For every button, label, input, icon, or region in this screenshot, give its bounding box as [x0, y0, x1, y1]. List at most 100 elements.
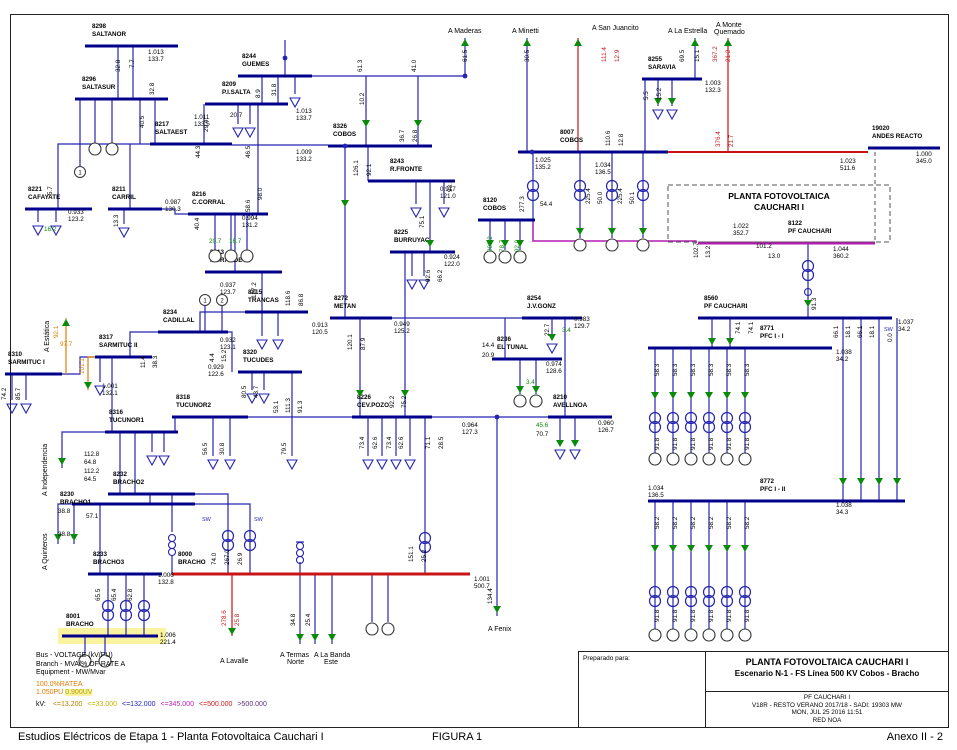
bus-name: SARAVIA: [648, 64, 676, 71]
line: [87, 356, 95, 390]
transformer-icon: [418, 531, 432, 545]
value-label: 70.7: [536, 431, 549, 438]
transformer-icon: [738, 420, 752, 434]
bus-id: 8230: [60, 491, 75, 498]
value-label: 40.4: [194, 217, 201, 230]
transformer-icon: [636, 179, 650, 193]
value-label: 92.0: [514, 239, 521, 252]
load-icon: [418, 279, 430, 291]
generator-icon: [648, 628, 662, 642]
bus-name: BRACHO1: [60, 499, 92, 506]
flow-arrow-icon: [532, 386, 540, 393]
value-label: 122.0: [444, 261, 460, 268]
generator-icon: [720, 452, 734, 466]
prepared-for-cell: Preparado para:: [579, 652, 706, 727]
value-label: 53.1: [273, 400, 280, 413]
load-icon: [376, 459, 388, 471]
tap-number: 2: [220, 298, 224, 304]
flow-arrow-icon: [875, 478, 883, 485]
value-label: 5.5: [643, 91, 650, 100]
value-label: 0.917: [440, 186, 456, 193]
bus-name: TUCUNOR2: [176, 402, 211, 409]
load-icon: [94, 385, 106, 397]
transformer-icon: [801, 268, 815, 282]
value-label: 41.0: [411, 59, 418, 72]
value-label: 102.7: [693, 242, 700, 258]
value-label: 30.8: [219, 442, 226, 455]
value-label: 25.4: [305, 613, 312, 626]
value-label: 5.7: [47, 186, 54, 195]
flow-arrow-icon: [654, 98, 662, 105]
load-icon: [289, 97, 301, 109]
transformer-icon: [605, 179, 619, 193]
value-label: 200.2: [487, 236, 494, 252]
value-label: 66.1: [857, 325, 864, 338]
value-label: A Monte: [716, 22, 742, 29]
flow-arrow-icon: [493, 606, 501, 613]
load-icon: [546, 343, 558, 355]
line: [57, 503, 75, 544]
flow-arrow-icon: [574, 39, 582, 46]
bus-id: 8216: [192, 191, 207, 198]
transformer-icon: [137, 599, 151, 613]
value-label: 1.001: [102, 383, 118, 390]
title-block-right: PLANTA FOTOVOLTAICA CAUCHARI I Escenario…: [706, 652, 948, 727]
tap-circle-icon: [216, 294, 228, 306]
value-label: 34.3: [836, 509, 849, 516]
generator-icon: [684, 452, 698, 466]
generator-icon: [720, 628, 734, 642]
value-label: 50.0: [597, 191, 604, 204]
value-label: 34.8: [290, 613, 297, 626]
bus-id: 8320: [243, 349, 258, 356]
value-label: 43.7: [253, 385, 260, 398]
value-label: 8.9: [255, 89, 262, 98]
value-label: 101.2: [756, 243, 772, 250]
bus-id: 8298: [92, 23, 107, 30]
value-label: 91.8: [690, 437, 697, 450]
value-label: 267.0: [224, 549, 231, 565]
bus-name: PF CAUCHARI: [788, 228, 832, 235]
generator-icon: [513, 250, 527, 264]
value-label: 91.8: [708, 609, 715, 622]
value-label: 57.1: [86, 513, 99, 520]
bus-name: CEV.POZO: [357, 402, 389, 409]
bus-name: GUEMES: [242, 61, 269, 68]
transformer-icon: [666, 585, 680, 599]
value-label: 58.2: [672, 516, 679, 529]
load-icon: [146, 455, 158, 467]
value-label: 1.000: [916, 151, 932, 158]
value-label: 101.1: [79, 358, 86, 374]
value-label: 79.5: [281, 442, 288, 455]
prepared-for-label: Preparado para:: [583, 655, 630, 662]
value-label: 91.3: [297, 400, 304, 413]
line: [61, 431, 105, 468]
value-label: A Independencia: [42, 444, 49, 496]
transformer-icon: [243, 529, 257, 543]
flow-arrow-icon: [687, 392, 695, 399]
junction-dot: [342, 143, 348, 149]
flow-arrow-icon: [691, 39, 699, 46]
tertiary-winding-icon: [803, 287, 813, 297]
transformer-icon: [418, 540, 432, 554]
value-label: 74.1: [735, 321, 742, 334]
flow-arrow-icon: [356, 390, 364, 397]
generator-icon: [88, 142, 102, 156]
value-label: 0.983: [574, 316, 590, 323]
flow-arrow-icon: [311, 634, 319, 641]
generator-icon: [702, 452, 716, 466]
flow-arrow-icon: [669, 392, 677, 399]
value-label: 56.5: [202, 442, 209, 455]
value-label: 91.8: [690, 609, 697, 622]
value-label: Este: [324, 659, 338, 666]
value-label: 71.1: [425, 436, 432, 449]
flow-arrow-icon: [58, 458, 66, 465]
bus-name: COBOS: [483, 205, 506, 212]
load-icon: [6, 403, 18, 415]
value-label: 1.006: [160, 632, 176, 639]
flow-arrow-icon: [516, 386, 524, 393]
value-label: 34.2: [898, 326, 911, 333]
value-label: 25.8: [234, 613, 241, 626]
bus-id: 8217: [155, 121, 170, 128]
bus-name: EL TUNAL: [497, 344, 528, 351]
